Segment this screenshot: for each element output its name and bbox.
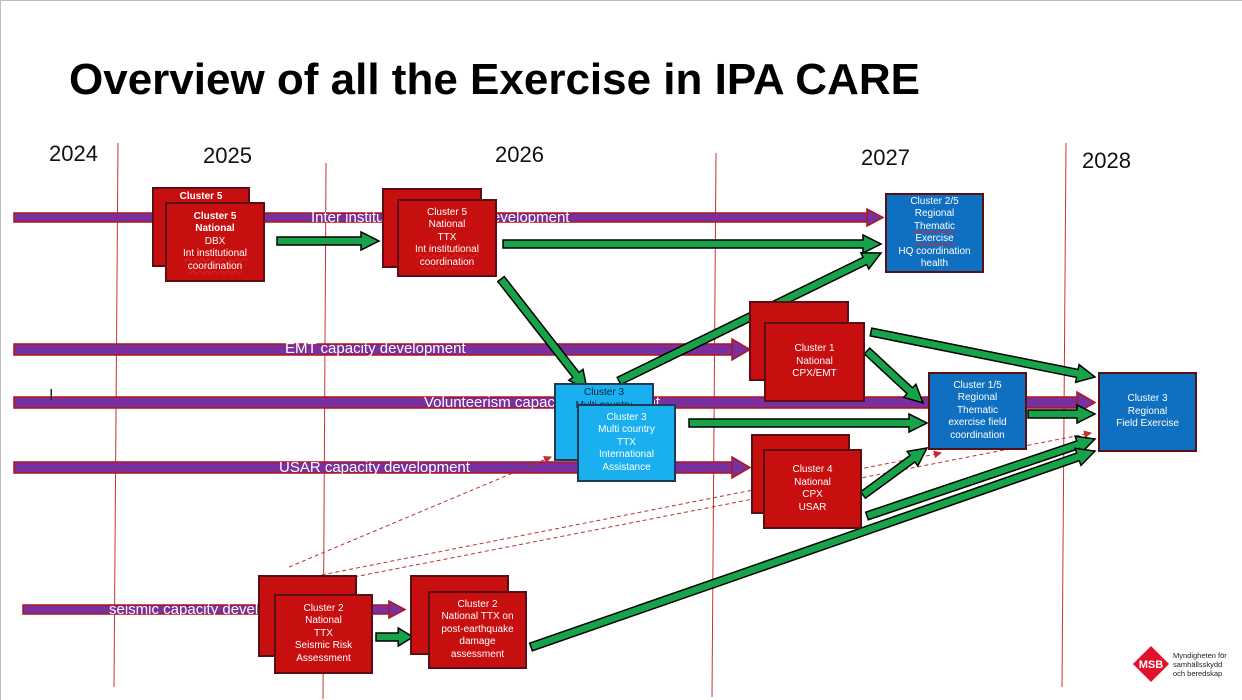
box-line: Cluster 2/5 [910, 195, 959, 207]
year-label-2024: 2024 [49, 141, 98, 166]
box-line: Cluster 2 [457, 598, 498, 610]
box-line: National [305, 615, 342, 627]
flow-arrow [375, 626, 415, 648]
cluster1-emt-box: Cluster 1 National CPX/EMT [764, 322, 865, 402]
box-line: health [920, 258, 949, 269]
timeline-emt-label: EMT capacity development [285, 340, 466, 357]
box-line: Cluster 2 [303, 602, 344, 614]
box-line: Assessment [296, 652, 351, 664]
year-label-2028: 2028 [1082, 148, 1131, 173]
box-line: TTX [314, 627, 333, 639]
box-line: exercise field [948, 417, 1007, 429]
box-line: Regional [914, 208, 955, 219]
timeline-usar-label: USAR capacity development [279, 459, 470, 476]
cluster4-usar-box: Cluster 4 National CPX USAR [763, 449, 862, 529]
timeline-seismic-arrow [22, 599, 407, 620]
box-line: Cluster 1/5 [953, 379, 1002, 391]
flow-arrow [276, 230, 381, 252]
cluster25-regional-box: Cluster 2/5 Regional Thematic Exercise H… [885, 193, 984, 273]
box-line: damage [459, 636, 496, 648]
box-line: Int institutional [415, 244, 479, 256]
box-line: coordination [950, 429, 1005, 441]
box-line: post-earthquake [441, 623, 514, 635]
box-line: Cluster 1 [794, 343, 835, 355]
flow-arrow [859, 447, 929, 500]
msb-logo: MSB [1133, 646, 1169, 682]
box-line: Thematic [913, 220, 956, 232]
flow-arrow [869, 327, 1097, 384]
box-line: National [428, 219, 466, 231]
box-line: Cluster 5 [193, 210, 237, 222]
box-line: Cluster 5 [426, 206, 467, 218]
year-label-2026: 2026 [495, 142, 544, 167]
flow-arrow [502, 233, 883, 255]
flow-arrows [276, 230, 1097, 652]
year-divider [113, 142, 119, 688]
page-title: Overview of all the Exercise in IPA CARE [69, 55, 920, 104]
box-line: National [796, 355, 833, 367]
box-line: Multi country [598, 424, 655, 436]
timeline-emt-arrow [13, 337, 752, 362]
box-line: HQ coordination [898, 245, 971, 257]
msb-logo-line: samhällsskydd [1173, 660, 1223, 669]
cluster5-dbx-box: Cluster 5 National DBX Int institutional… [165, 202, 265, 282]
box-line: Cluster 5 [179, 191, 223, 202]
box-line: assessment [450, 648, 505, 660]
cluster3-multicountry-box: Cluster 3 Multi country TTX Internationa… [577, 404, 676, 482]
timeline-usar-arrow [13, 455, 752, 480]
box-line: USAR [798, 501, 827, 513]
box-line: Regional [1127, 405, 1168, 417]
cluster2-seismic-ttx-box: Cluster 2 National TTX Seismic Risk Asse… [274, 594, 373, 674]
flow-arrow [1027, 403, 1097, 425]
box-line: National [195, 223, 235, 235]
box-line: Thematic [956, 404, 999, 416]
box-line: Int institutional [183, 248, 247, 260]
box-line: Assistance [602, 461, 651, 473]
box-line: coordination [187, 260, 243, 272]
box-line: International [598, 449, 655, 461]
box-line: Cluster 4 [792, 464, 833, 475]
cluster5-ttx-box: Cluster 5 National TTX Int institutional… [397, 199, 497, 277]
flow-arrow [528, 447, 1097, 652]
year-label-2025: 2025 [203, 143, 252, 168]
box-line: Cluster 3 [583, 387, 624, 398]
year-label-2027: 2027 [861, 145, 910, 170]
box-line: coordination [419, 256, 475, 268]
box-line: Regional [957, 392, 998, 404]
flow-arrow [496, 275, 589, 391]
cluster2-post-earthquake-box: Cluster 2 National TTX on post-earthquak… [428, 591, 527, 669]
box-line: Seismic Risk [294, 640, 353, 652]
msb-logo-text: Myndigheten för samhällsskydd och bereds… [1173, 651, 1241, 678]
box-line: Cluster 3 [606, 411, 647, 423]
box-line: CPX [802, 489, 823, 500]
box-line: TTX [437, 231, 457, 243]
msb-logo-abbr: MSB [1139, 659, 1164, 671]
box-line: DBX [204, 235, 226, 247]
stray-text-cursor: I [49, 387, 54, 404]
box-line: Field Exercise [1116, 418, 1179, 430]
box-line: TTX [617, 436, 636, 448]
msb-logo-line: och beredskap [1173, 669, 1223, 678]
box-line: National [794, 476, 831, 488]
flow-arrow [688, 412, 929, 434]
dashed-connectors [288, 430, 1092, 586]
box-line: CPX/EMT [792, 368, 837, 380]
cluster3-regional-box: Cluster 3 Regional Field Exercise [1098, 372, 1197, 452]
flow-arrow [863, 347, 925, 405]
box-line: Exercise [915, 233, 954, 244]
box-line: Cluster 3 [1127, 393, 1168, 405]
box-line: National TTX on [441, 611, 514, 623]
cluster15-regional-box: Cluster 1/5 Regional Thematic exercise f… [928, 372, 1027, 450]
msb-logo-line: Myndigheten för [1173, 651, 1227, 660]
